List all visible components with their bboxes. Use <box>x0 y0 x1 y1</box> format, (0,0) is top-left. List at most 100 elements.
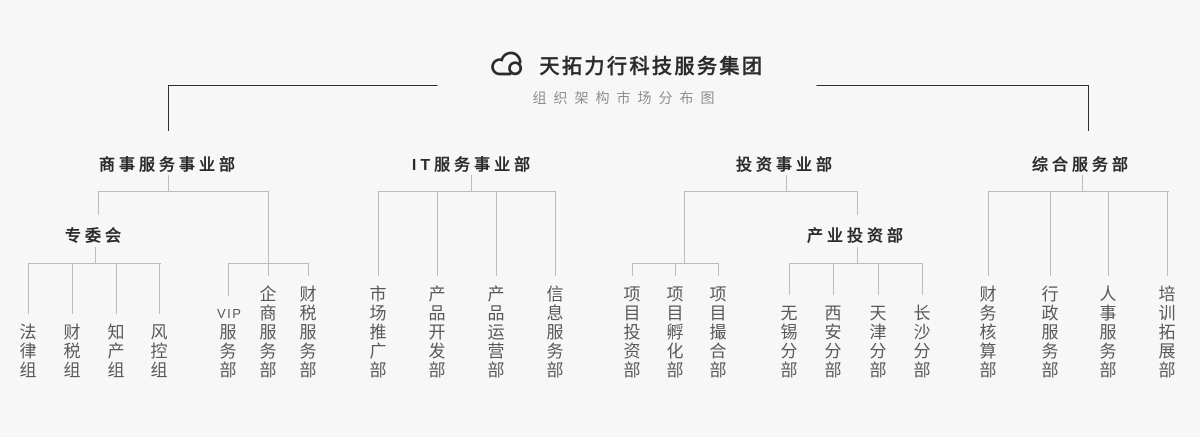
org-leaf: 企商服务部 <box>257 263 279 380</box>
leaf-label-line: 部 <box>299 361 317 380</box>
leaf-label-line: 产 <box>487 285 505 304</box>
org-leaf: 行政服务部 <box>1039 191 1061 380</box>
connector-line <box>268 191 269 263</box>
org-leaf-label: 培训拓展部 <box>1156 285 1178 380</box>
org-leaf-label: 企商服务部 <box>257 285 279 380</box>
org-leaf-label: 法律组 <box>17 323 39 380</box>
org-leaf-label: 项目投资部 <box>621 285 643 380</box>
org-leaf: 产品运营部 <box>485 191 507 380</box>
leaf-label-line: 广 <box>369 342 387 361</box>
leaf-label-line: 培 <box>1158 285 1176 304</box>
connector-line <box>168 175 169 191</box>
org-leaf-label: 无锡分部 <box>778 304 800 380</box>
org-leaf: 项目孵化部 <box>664 263 686 380</box>
leaf-label-line: 市 <box>369 285 387 304</box>
org-leaf-label: 财务核算部 <box>977 285 999 380</box>
leaf-label-line: 部 <box>913 361 931 380</box>
leaf-label-line: 务 <box>259 342 277 361</box>
org-leaf: 无锡分部 <box>778 263 800 380</box>
leaf-label-line: 资 <box>623 342 641 361</box>
connector-line <box>27 263 29 314</box>
leaf-label-line: 训 <box>1158 304 1176 323</box>
connector-line <box>789 263 923 264</box>
leaf-label-line: 分 <box>913 342 931 361</box>
connector-line <box>988 191 1169 192</box>
leaf-label-line: 部 <box>1158 361 1176 380</box>
org-leaf-label: 项目撮合部 <box>707 285 729 380</box>
connector-line <box>228 263 309 264</box>
leaf-label-line: 项 <box>666 285 684 304</box>
leaf-label-line: 部 <box>623 361 641 380</box>
leaf-label-line: 项 <box>709 285 727 304</box>
connector-line <box>554 191 556 276</box>
leaf-label-line: 组 <box>150 361 168 380</box>
org-leaf-label: 风控组 <box>148 323 170 380</box>
leaf-label-line: 营 <box>487 342 505 361</box>
leaf-label-line: 目 <box>623 304 641 323</box>
connector-line <box>28 263 161 264</box>
leaf-label-line: 行 <box>1041 285 1059 304</box>
leaf-label-line: 事 <box>1099 304 1117 323</box>
leaf-label-line: 开 <box>428 323 446 342</box>
org-leaf: 项目投资部 <box>621 263 643 380</box>
org-leaf-label: 行政服务部 <box>1039 285 1061 380</box>
leaf-label-line: 税 <box>63 342 81 361</box>
leaf-label-line: 部 <box>259 361 277 380</box>
leaf-label-line: 政 <box>1041 304 1059 323</box>
leaf-label-line: 分 <box>869 342 887 361</box>
connector-line <box>832 263 834 295</box>
leaf-label-line: 部 <box>369 361 387 380</box>
org-leaf: 西安分部 <box>822 263 844 380</box>
org-leaf-label: 项目孵化部 <box>664 285 686 380</box>
connector-line <box>98 191 269 192</box>
org-leaf-label: 信息服务部 <box>544 285 566 380</box>
leaf-label-line: 目 <box>709 304 727 323</box>
header-title-row: 天拓力行科技服务集团 <box>490 50 765 79</box>
leaf-label-line: 沙 <box>913 323 931 342</box>
org-leaf: 信息服务部 <box>544 191 566 380</box>
leaf-label-line: 企 <box>259 285 277 304</box>
leaf-label-line: 法 <box>19 323 37 342</box>
org-node-title: 专委会 <box>64 228 126 245</box>
leaf-label-line: 财 <box>63 323 81 342</box>
leaf-label-line: 部 <box>219 361 237 380</box>
leaf-label-line: 组 <box>19 361 37 380</box>
leaf-label-line: 务 <box>299 342 317 361</box>
leaf-label-line: 津 <box>869 323 887 342</box>
connector-line <box>377 191 379 276</box>
leaf-label-line: 控 <box>150 342 168 361</box>
connector-line <box>684 191 858 192</box>
connector-line <box>631 263 633 276</box>
leaf-label-line: 部 <box>428 361 446 380</box>
org-division-title: 投资事业部 <box>735 157 837 174</box>
leaf-label-line: 核 <box>979 323 997 342</box>
connector-line <box>788 263 790 295</box>
leaf-label-line: 息 <box>546 304 564 323</box>
connector-line <box>115 263 117 314</box>
leaf-label-line: 服 <box>1041 323 1059 342</box>
leaf-label-line: 税 <box>299 304 317 323</box>
leaf-label-line: 运 <box>487 323 505 342</box>
org-division-title: 商事服务事业部 <box>98 157 240 174</box>
leaf-label-line: 部 <box>546 361 564 380</box>
connector-line <box>1107 191 1109 276</box>
leaf-label-line: 无 <box>780 304 798 323</box>
org-division-title: 综合服务部 <box>1031 157 1133 174</box>
leaf-label-line: 部 <box>709 361 727 380</box>
org-leaf: 财税服务部 <box>297 263 319 380</box>
leaf-label-line: 组 <box>107 361 125 380</box>
connector-line <box>227 263 229 296</box>
leaf-label-line: 天 <box>869 304 887 323</box>
org-leaf: 长沙分部 <box>911 263 933 380</box>
org-leaf: 财务核算部 <box>977 191 999 380</box>
leaf-label-line: 项 <box>623 285 641 304</box>
connector-line <box>436 191 438 276</box>
connector-line <box>857 191 858 215</box>
connector-line <box>921 263 923 295</box>
leaf-label-line: VIP <box>217 306 243 321</box>
leaf-label-line: 风 <box>150 323 168 342</box>
org-division-title: IT服务事业部 <box>411 157 535 174</box>
leaf-label-line: 算 <box>979 342 997 361</box>
leaf-label-line: 分 <box>824 342 842 361</box>
